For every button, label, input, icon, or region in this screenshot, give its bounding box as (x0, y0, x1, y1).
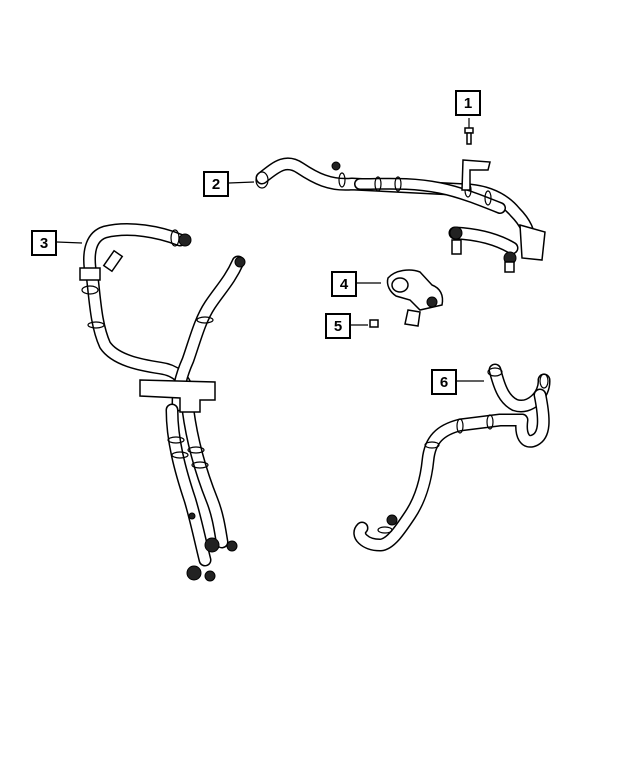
part-2-upper-hose (255, 157, 546, 273)
callout-5: 5 (325, 313, 351, 339)
callout-3: 3 (31, 230, 57, 256)
leader-line-2 (228, 181, 255, 184)
callout-6: 6 (431, 369, 457, 395)
part-3-left-hose (79, 223, 246, 582)
leader-lines (56, 118, 484, 382)
part-1-bolt (464, 127, 474, 145)
leader-line-3 (56, 241, 83, 244)
callout-1: 1 (455, 90, 481, 116)
part-4-coolant-adapter (386, 269, 444, 327)
callout-4: 4 (331, 271, 357, 297)
part-5-nut (369, 319, 379, 328)
callout-2: 2 (203, 171, 229, 197)
part-6-lower-hose (353, 363, 551, 552)
